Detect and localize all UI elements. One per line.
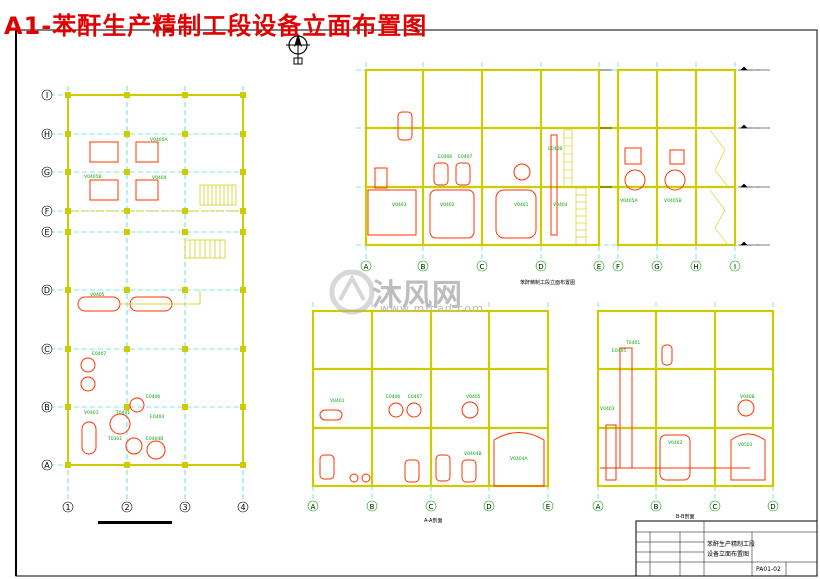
axis-label: C	[429, 503, 434, 511]
elevation-top-caption: 苯酐精制工段立面布置图	[520, 279, 575, 286]
equipment-tag: E0408	[548, 146, 562, 152]
axis-label: E	[546, 503, 550, 511]
watermark-url: www.mfcad.com	[380, 302, 484, 315]
equipment-tag: E0405	[612, 348, 626, 354]
equipment-tag: E0407	[408, 394, 422, 400]
axis-label: C	[480, 263, 485, 271]
equipment-tag: E0407	[92, 351, 106, 357]
equipment-tag: V0405B	[664, 198, 682, 204]
equipment-tag: V0404B	[464, 451, 482, 457]
equipment-tag: V0405A	[150, 137, 169, 143]
plan-col-axes: 1 2 3 4	[62, 501, 249, 513]
elevation-right-axes: A B C D	[592, 500, 779, 512]
axis-label: C	[44, 345, 50, 354]
equipment-tag: V0405	[90, 292, 105, 298]
equipment-tag: V0401	[84, 410, 99, 416]
axis-label: B	[654, 503, 659, 511]
watermark-logo-icon	[329, 269, 375, 315]
elevation-right-tags: T0401 E0405 V0403 V0402 V0408 V0501	[600, 340, 755, 448]
axis-label: F	[616, 263, 620, 271]
axis-label: B	[370, 503, 375, 511]
equipment-tag: E0407	[458, 154, 472, 160]
equipment-tag: V0402	[440, 202, 455, 208]
axis-label: I	[734, 263, 736, 271]
axis-label: H	[693, 263, 698, 271]
equipment-tag: T0301	[107, 436, 122, 442]
equipment-tag: E0406	[386, 394, 400, 400]
title-block-project: 苯酐生产精制工段	[707, 540, 755, 548]
axis-label: A	[44, 461, 50, 470]
equipment-tag: V0401	[330, 398, 345, 404]
title-block-drawing: 设备立面布置图	[707, 550, 749, 558]
equipment-tag: V0405	[466, 394, 481, 400]
equipment-tag: V0404A	[510, 456, 529, 462]
elevation-left-tags: V0401 E0406 E0407 V0405 V0404A V0404B	[330, 394, 529, 462]
axis-label: 3	[182, 503, 187, 512]
axis-label: I	[46, 91, 48, 100]
elevation-top-axes: A B C D E F G H I	[360, 260, 741, 272]
axis-label: D	[486, 503, 491, 511]
axis-label: D	[538, 263, 543, 271]
equipment-tag: V0404	[553, 202, 568, 208]
elevation-left-axes: A B C D E	[307, 500, 554, 512]
axis-label: A	[596, 503, 601, 511]
axis-label: 2	[124, 503, 129, 512]
equipment-tag: V0403	[392, 202, 407, 208]
elevation-right-caption: B-B剖面	[676, 513, 695, 520]
north-arrow-icon	[286, 33, 310, 65]
equipment-tag: V0408	[740, 394, 755, 400]
axis-label: H	[44, 130, 50, 139]
axis-label: F	[45, 207, 50, 216]
title-block: 苯酐生产精制工段 设备立面布置图 PA01-02	[635, 520, 818, 577]
plan-equipment-tags: V0405A V0405B V0404 V0405 E0407 E0406 V0…	[84, 137, 169, 442]
watermark-brand: 沐风网	[372, 278, 462, 313]
equipment-tag: V0501	[738, 442, 753, 448]
equipment-tag: E0406	[438, 154, 452, 160]
equipment-tag: E0406	[146, 394, 160, 400]
elevation-top: A B C D E F G H I V0403 V0402 E0406 E040…	[356, 62, 770, 286]
axis-label: D	[770, 503, 775, 511]
axis-label: E	[597, 263, 601, 271]
equipment-tag: T0401	[115, 410, 130, 416]
axis-label: E	[44, 228, 49, 237]
elevation-left: A B C D E V0401 E0406 E0407 V0405 V0404A…	[307, 302, 554, 524]
axis-label: 1	[65, 503, 70, 512]
axis-label: 4	[240, 503, 245, 512]
axis-label: A	[311, 503, 316, 511]
plan-view: I H G F E D C B A 1 2 3 4 V0405A V0405B …	[41, 86, 249, 524]
equipment-tag: E0404B	[146, 436, 163, 442]
equipment-tag: V0405A	[620, 198, 639, 204]
equipment-tag: T0401	[625, 340, 640, 346]
axis-label: C	[713, 503, 718, 511]
axis-label: G	[44, 168, 50, 177]
equipment-tag: V0402	[668, 440, 683, 446]
plan-row-axes: I H G F E D C B A	[41, 89, 53, 471]
elevation-right: A B C D T0401 E0405 V0403 V0402 V0408 V0…	[592, 302, 779, 520]
equipment-tag: V0405B	[84, 174, 102, 180]
axis-label: D	[44, 286, 50, 295]
page-title: A1-苯酐生产精制工段设备立面布置图	[4, 12, 428, 40]
elevation-top-tags: V0403 V0402 E0406 E0407 V0401 V0404 E040…	[392, 146, 682, 208]
axis-label: G	[654, 263, 659, 271]
title-block-number: PA01-02	[756, 566, 781, 573]
equipment-tag: V0404	[152, 175, 167, 181]
axis-label: B	[421, 263, 426, 271]
equipment-tag: V0401	[514, 202, 529, 208]
equipment-tag: V0403	[600, 406, 615, 412]
elevation-left-caption: A-A剖面	[424, 517, 442, 524]
axis-label: B	[44, 403, 50, 412]
axis-label: A	[364, 263, 369, 271]
plan-scale-bar	[98, 521, 172, 524]
equipment-tag: E0404	[150, 414, 164, 420]
